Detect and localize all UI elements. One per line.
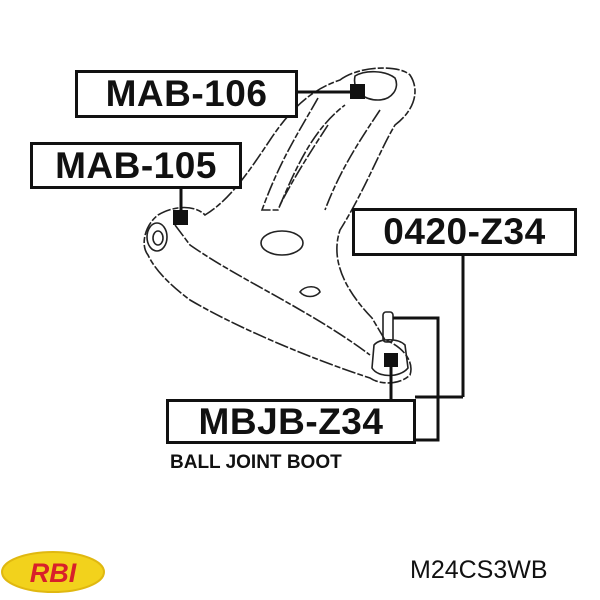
callout-mab-106: MAB-106: [75, 70, 298, 118]
callout-0420-z34: 0420-Z34: [352, 208, 577, 256]
mab105-marker: [173, 210, 188, 225]
callout-mbjb-description: BALL JOINT BOOT: [170, 452, 342, 473]
callout-mab-105: MAB-105: [30, 142, 242, 189]
rbi-logo: RBI: [1, 551, 105, 593]
mbjb-marker: [384, 353, 398, 367]
callout-mbjb-z34: MBJB-Z34: [166, 399, 416, 444]
svg-text:RBI: RBI: [30, 558, 77, 588]
part-code: M24CS3WB: [410, 556, 548, 584]
mab106-marker: [350, 84, 365, 99]
